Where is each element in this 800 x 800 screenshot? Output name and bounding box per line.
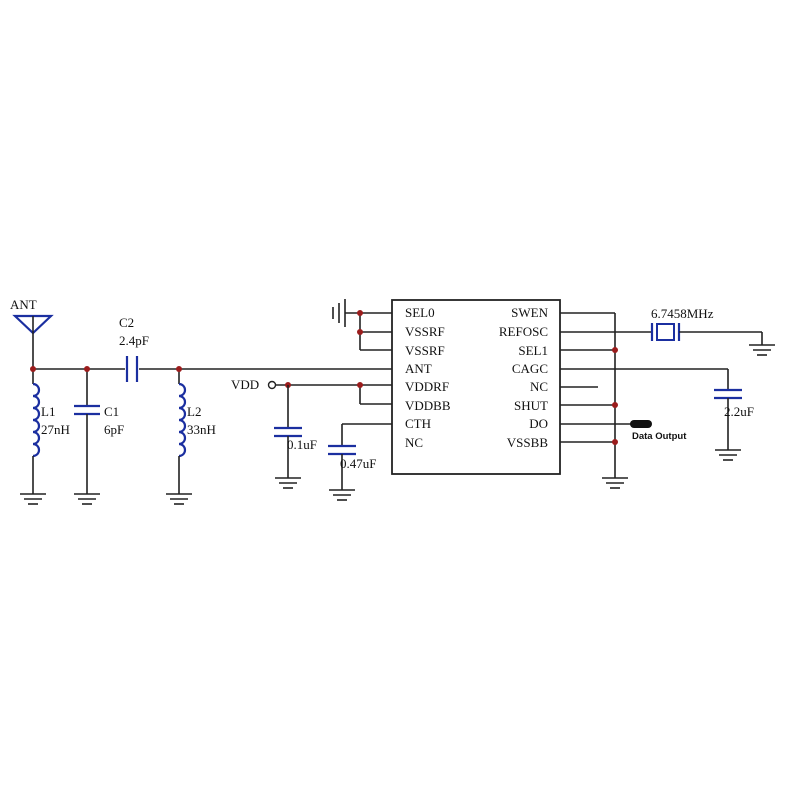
capacitor-c2-icon <box>125 356 139 382</box>
vdd-net <box>276 384 392 405</box>
crystal-value: 6.7458MHz <box>651 306 714 321</box>
ic-pin-right: CAGC <box>512 361 548 376</box>
junction-dot <box>30 366 36 372</box>
l2-value: 33nH <box>187 422 216 437</box>
ic-pin-right: SHUT <box>514 398 548 413</box>
data-output-label: Data Output <box>632 431 687 442</box>
vdd-terminal-icon <box>267 380 277 390</box>
ic-pin-left: ANT <box>405 361 432 376</box>
antenna-icon <box>12 314 54 369</box>
junction-dot <box>357 329 363 335</box>
junction-dot <box>357 382 363 388</box>
crystal-icon <box>560 323 776 356</box>
junction-dot <box>612 347 618 353</box>
ic-pin-right: REFOSC <box>499 324 548 339</box>
c-cth-value: 0.47uF <box>340 456 376 471</box>
antenna-label: ANT <box>10 297 37 312</box>
l2-ref: L2 <box>187 404 201 419</box>
junction-dot <box>176 366 182 372</box>
left-ground-net <box>332 299 392 351</box>
junction-dot <box>612 439 618 445</box>
junction-dot <box>612 402 618 408</box>
l1-value: 27nH <box>41 422 70 437</box>
vdd-label: VDD <box>231 377 259 392</box>
ic-pin-right: SWEN <box>511 305 548 320</box>
c1-ref: C1 <box>104 404 119 419</box>
c1-value: 6pF <box>104 422 124 437</box>
right-net <box>560 312 632 489</box>
ic-pin-right: SEL1 <box>518 343 548 358</box>
ic-pin-right: VSSBB <box>507 435 549 450</box>
junction-dot <box>357 310 363 316</box>
c-vdd-value: 0.1uF <box>287 437 317 452</box>
ic-pin-left: VSSRF <box>405 324 445 339</box>
ic-pin-left: CTH <box>405 416 431 431</box>
capacitor-c1-icon <box>73 369 101 505</box>
ic-pin-left: NC <box>405 435 423 450</box>
capacitor-cth-icon <box>328 423 392 501</box>
ic-pin-right: DO <box>529 416 548 431</box>
c-cagc-value: 2.2uF <box>724 404 754 419</box>
l1-ref: L1 <box>41 404 55 419</box>
ic-pin-left: VDDRF <box>405 379 449 394</box>
data-output-connector-icon <box>630 420 652 428</box>
ic-pin-right: NC <box>530 379 548 394</box>
ic-pin-left: VDDBB <box>405 398 451 413</box>
junction-dot <box>84 366 90 372</box>
capacitor-vdd-icon <box>274 385 302 489</box>
c2-ref: C2 <box>119 315 134 330</box>
c2-value: 2.4pF <box>119 333 149 348</box>
capacitor-cagc-icon <box>560 368 742 461</box>
ic-pin-left: VSSRF <box>405 343 445 358</box>
ic-pin-left: SEL0 <box>405 305 435 320</box>
